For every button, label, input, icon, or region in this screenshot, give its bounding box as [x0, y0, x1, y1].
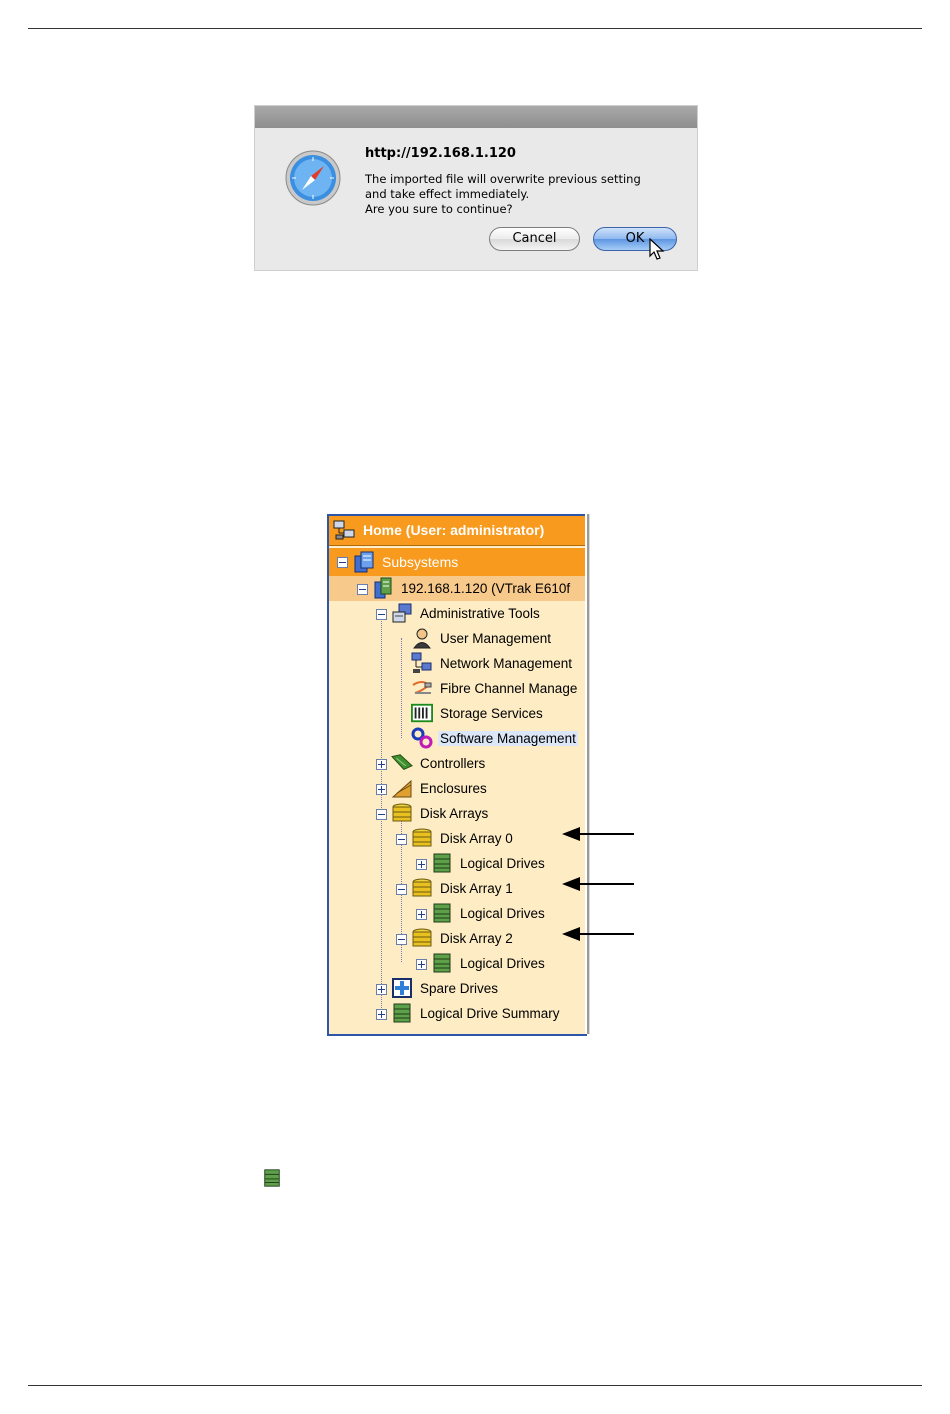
- tree-user-management-label: User Management: [440, 631, 552, 646]
- tree-logical-drives[interactable]: Logical Drives: [329, 951, 587, 976]
- tree-user-management[interactable]: User Management: [329, 626, 587, 651]
- logical-drive-icon: [264, 1169, 280, 1187]
- confirm-dialog: http://192.168.1.120 The imported file w…: [255, 106, 697, 270]
- tree-software-management-label: Software Management: [438, 731, 578, 746]
- tree-admin-tools-label: Administrative Tools: [420, 606, 540, 621]
- navigation-tree: Home (User: administrator) Subsystems 19…: [327, 514, 587, 1036]
- server-icon: [374, 577, 392, 599]
- home-network-icon: [333, 520, 355, 540]
- network-icon: [411, 652, 432, 673]
- expand-toggle[interactable]: [376, 1009, 387, 1020]
- tree-disk-array-0-label: Disk Array 0: [440, 831, 513, 846]
- dialog-message-line: The imported file will overwrite previou…: [365, 172, 641, 186]
- tree-logical-drive-summary-label: Logical Drive Summary: [420, 1006, 560, 1021]
- storage-services-icon: [411, 703, 433, 723]
- tree-subsystems-label: Subsystems: [382, 554, 459, 570]
- tree-system[interactable]: 192.168.1.120 (VTrak E610f: [329, 576, 587, 601]
- admin-tools-icon: [392, 603, 412, 623]
- software-gear-icon: [411, 727, 433, 749]
- logical-drive-icon: [433, 953, 451, 973]
- page-top-rule: [28, 28, 922, 29]
- tree-controllers[interactable]: Controllers: [329, 751, 587, 776]
- expand-toggle[interactable]: [376, 984, 387, 995]
- tree-system-label: 192.168.1.120 (VTrak E610f: [401, 581, 571, 596]
- tree-disk-arrays[interactable]: Disk Arrays: [329, 801, 587, 826]
- disk-array-icon: [412, 878, 432, 897]
- tree-storage-services-label: Storage Services: [440, 706, 543, 721]
- collapse-toggle[interactable]: [337, 557, 348, 568]
- collapse-toggle[interactable]: [357, 584, 368, 595]
- tree-software-management[interactable]: Software Management: [329, 726, 587, 751]
- tree-logical-drives[interactable]: Logical Drives: [329, 851, 587, 876]
- tree-home-label: Home (User: administrator): [363, 522, 545, 538]
- tree-network-management[interactable]: Network Management: [329, 651, 587, 676]
- collapse-toggle[interactable]: [376, 809, 387, 820]
- tree-disk-array-1[interactable]: Disk Array 1: [329, 876, 587, 901]
- expand-toggle[interactable]: [416, 959, 427, 970]
- tree-spare-drives[interactable]: Spare Drives: [329, 976, 587, 1001]
- tree-scroll-edge: [585, 514, 590, 1034]
- tree-fibre-channel-label: Fibre Channel Manage: [440, 681, 578, 696]
- tree-connector: [401, 638, 402, 738]
- tree-enclosures-label: Enclosures: [420, 781, 487, 796]
- dialog-message-line: and take effect immediately.: [365, 187, 530, 201]
- dialog-host: http://192.168.1.120: [365, 146, 516, 161]
- logical-drive-icon: [393, 1003, 411, 1023]
- tree-logical-drives[interactable]: Logical Drives: [329, 901, 587, 926]
- tree-controllers-label: Controllers: [420, 756, 486, 771]
- tree-fibre-channel[interactable]: Fibre Channel Manage: [329, 676, 587, 701]
- tree-spare-drives-label: Spare Drives: [420, 981, 499, 996]
- collapse-toggle[interactable]: [396, 884, 407, 895]
- arrow-left-icon: [562, 927, 634, 941]
- tree-enclosures[interactable]: Enclosures: [329, 776, 587, 801]
- tree-subsystems[interactable]: Subsystems: [329, 547, 587, 576]
- page-bottom-rule: [28, 1385, 922, 1386]
- disk-array-icon: [412, 928, 432, 947]
- dialog-titlebar[interactable]: [255, 106, 697, 128]
- logical-drive-icon: [433, 853, 451, 873]
- cursor-icon: [649, 238, 665, 260]
- collapse-toggle[interactable]: [396, 834, 407, 845]
- controller-icon: [391, 754, 413, 770]
- subsystem-icon: [354, 551, 374, 573]
- collapse-toggle[interactable]: [396, 934, 407, 945]
- disk-array-icon: [412, 828, 432, 847]
- expand-toggle[interactable]: [416, 859, 427, 870]
- dialog-message-line: Are you sure to continue?: [365, 202, 513, 216]
- tree-logical-drive-summary[interactable]: Logical Drive Summary: [329, 1001, 587, 1026]
- dialog-message: The imported file will overwrite previou…: [365, 172, 685, 217]
- arrow-left-icon: [562, 827, 634, 841]
- disk-array-icon: [392, 803, 412, 822]
- fibre-channel-icon: [412, 681, 432, 694]
- tree-disk-array-2[interactable]: Disk Array 2: [329, 926, 587, 951]
- logical-drive-icon: [433, 903, 451, 923]
- expand-toggle[interactable]: [416, 909, 427, 920]
- tree-disk-array-2-label: Disk Array 2: [440, 931, 513, 946]
- cancel-button[interactable]: Cancel: [489, 227, 580, 251]
- ok-button[interactable]: OK: [593, 227, 677, 251]
- collapse-toggle[interactable]: [376, 609, 387, 620]
- expand-toggle[interactable]: [376, 784, 387, 795]
- tree-logical-drives-label: Logical Drives: [460, 956, 545, 971]
- enclosure-icon: [391, 779, 412, 798]
- arrow-left-icon: [562, 877, 634, 891]
- tree-disk-arrays-label: Disk Arrays: [420, 806, 489, 821]
- tree-disk-array-0[interactable]: Disk Array 0: [329, 826, 587, 851]
- tree-admin-tools[interactable]: Administrative Tools: [329, 601, 587, 626]
- user-icon: [413, 628, 431, 649]
- safari-icon: [285, 150, 341, 206]
- tree-logical-drives-label: Logical Drives: [460, 856, 545, 871]
- tree-storage-services[interactable]: Storage Services: [329, 701, 587, 726]
- expand-toggle[interactable]: [376, 759, 387, 770]
- spare-drive-icon: [392, 978, 412, 998]
- tree-network-management-label: Network Management: [440, 656, 573, 671]
- tree-home[interactable]: Home (User: administrator): [329, 516, 587, 546]
- tree-disk-array-1-label: Disk Array 1: [440, 881, 513, 896]
- tree-logical-drives-label: Logical Drives: [460, 906, 545, 921]
